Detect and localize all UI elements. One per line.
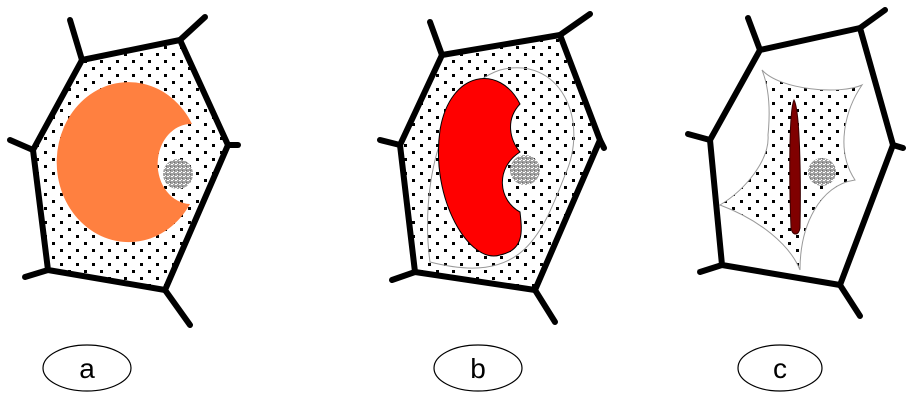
label-ellipse-b xyxy=(433,344,523,392)
panel-b: b xyxy=(377,11,607,392)
wall-extensions-a xyxy=(7,14,241,328)
label-ellipse-a xyxy=(42,344,132,392)
panel-c: c xyxy=(685,7,906,392)
label-ellipse-c xyxy=(737,344,823,392)
panel-label-c: c xyxy=(773,353,787,384)
wall-extensions-b xyxy=(377,11,607,325)
vacuole-c xyxy=(789,98,801,235)
vacuole-a xyxy=(56,82,193,243)
membrane-b xyxy=(427,67,575,269)
nucleus-c xyxy=(808,158,836,186)
vacuole-b xyxy=(438,78,522,257)
panel-label-a: a xyxy=(79,353,95,384)
nucleus-a xyxy=(163,159,193,189)
nucleus-b xyxy=(510,155,540,185)
wall-extensions-c xyxy=(685,7,906,319)
panel-label-b: b xyxy=(470,353,486,384)
panel-a: a xyxy=(7,14,241,392)
